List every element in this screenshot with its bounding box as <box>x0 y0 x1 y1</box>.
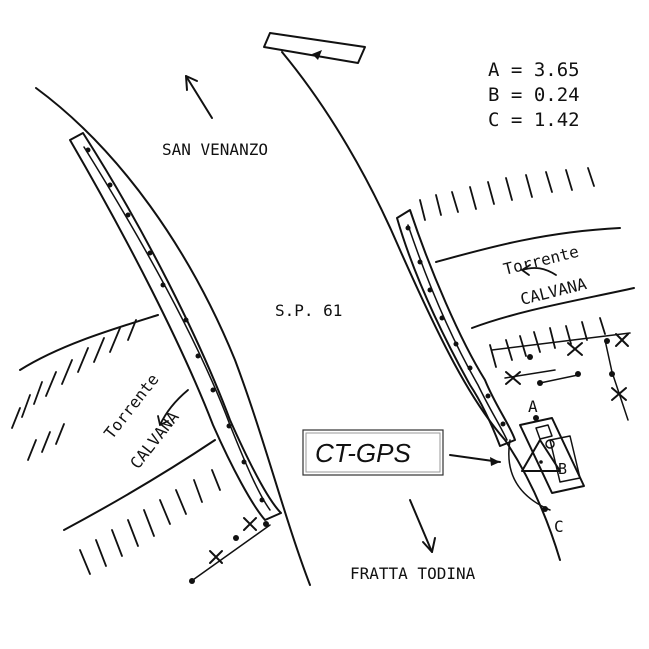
station-label-box: CT-GPS <box>302 429 444 476</box>
svg-text:B = 0.24: B = 0.24 <box>488 84 580 106</box>
road-label: S.P. 61 <box>275 301 342 320</box>
arrow-north-icon <box>185 75 213 119</box>
stream-bank-right <box>419 167 635 368</box>
road-end-marker <box>263 32 366 64</box>
svg-text:C = 1.42: C = 1.42 <box>488 109 580 131</box>
point-c-label: C <box>554 517 564 536</box>
flow-arrow-icon <box>521 264 557 276</box>
road-edge-right <box>281 51 561 561</box>
svg-text:A = 3.65: A = 3.65 <box>488 59 580 81</box>
fence-cross-icon <box>505 333 629 401</box>
fence-left <box>189 517 271 584</box>
fence-cross-icon <box>209 517 257 564</box>
parapet-right-posts <box>405 225 506 427</box>
road-edge-left <box>35 87 311 586</box>
place-south: FRATTA TODINA <box>350 564 476 583</box>
point-b-label: B <box>558 460 567 478</box>
stream-right-sub: CALVANA <box>518 274 588 309</box>
flow-arrow-icon <box>157 389 189 426</box>
point-a-label: A <box>528 397 538 416</box>
station-label: CT-GPS <box>315 438 411 468</box>
stream-right-name: Torrente <box>501 242 580 279</box>
triangle-marker-icon <box>521 439 561 472</box>
parapet-left <box>69 132 282 521</box>
measurement-legend: A = 3.65 B = 0.24 C = 1.42 <box>488 59 580 131</box>
parapet-right <box>396 209 516 447</box>
fence-right <box>491 332 631 421</box>
parapet-left-posts <box>85 147 265 503</box>
arrow-south-icon <box>409 499 436 553</box>
place-north: SAN VENANZO <box>162 140 268 159</box>
marker-triangle-icon <box>312 50 322 60</box>
stream-bank-left <box>11 314 221 575</box>
